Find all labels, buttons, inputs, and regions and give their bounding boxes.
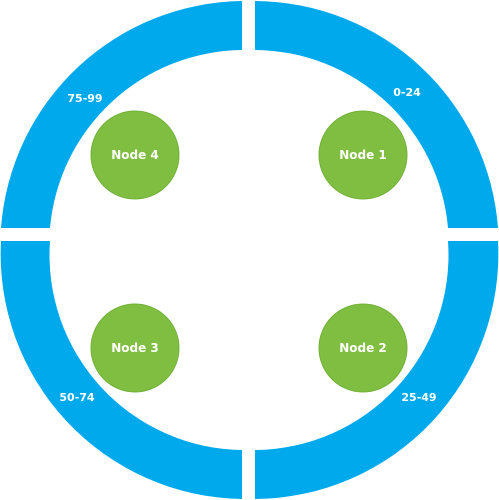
node-3-label: Node 3	[111, 341, 159, 355]
ring-segment-top-right	[255, 1, 498, 228]
node-1-label: Node 1	[339, 148, 387, 162]
range-label-bottom-right: 25-49	[401, 391, 436, 404]
node-2-circle	[318, 303, 408, 393]
range-label-bottom-left: 50-74	[59, 391, 95, 404]
ring-segment-bottom-right	[255, 241, 499, 499]
node-3-circle	[90, 303, 180, 393]
node-4-label: Node 4	[111, 148, 159, 162]
ring-segment-bottom-left	[0, 241, 242, 499]
range-label-top-right: 0-24	[393, 86, 421, 99]
node-4-circle	[90, 110, 180, 200]
node-1-circle	[318, 110, 408, 200]
node-2-label: Node 2	[339, 341, 387, 355]
ring-segment-top-left	[1, 1, 242, 228]
range-label-top-left: 75-99	[67, 92, 102, 105]
